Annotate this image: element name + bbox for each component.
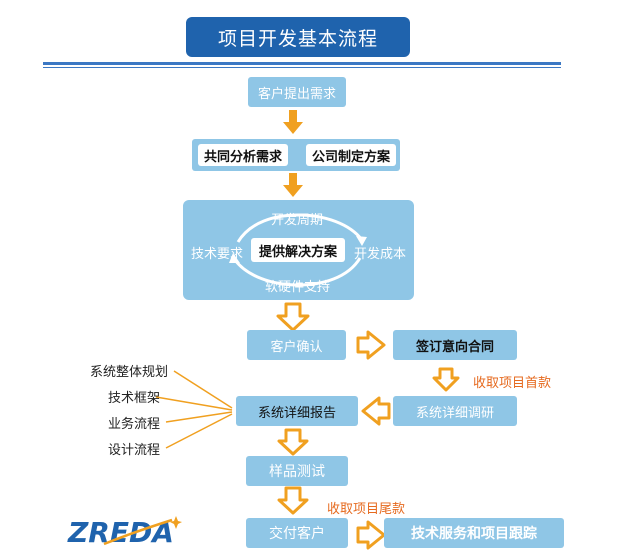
step-system-report: 系统详细报告 [236, 396, 358, 426]
step-customer-request: 客户提出需求 [248, 77, 346, 107]
cycle-right-label: 开发成本 [354, 247, 407, 262]
step-deliver-customer: 交付客户 [246, 518, 348, 548]
title-divider [43, 62, 561, 65]
report-item: 技术框架 [108, 391, 161, 406]
final-payment-note: 收取项目尾款 [327, 502, 406, 517]
step-tech-service: 技术服务和项目跟踪 [384, 518, 564, 548]
logo-text: ZREDA [67, 516, 174, 548]
step-sample-test: 样品测试 [246, 456, 348, 486]
step-customer-confirm: 客户确认 [247, 330, 346, 360]
step-company-plan: 公司制定方案 [306, 144, 396, 166]
hollow-down-arrow-icon [276, 302, 310, 332]
step-system-research: 系统详细调研 [393, 396, 517, 426]
cycle-bottom-label: 软硬件支持 [265, 280, 331, 295]
report-fan-lines [155, 370, 233, 449]
hollow-down-arrow-icon [277, 428, 309, 456]
hollow-right-arrow-icon [356, 330, 386, 360]
hollow-down-arrow-icon [277, 486, 309, 515]
step-joint-analysis: 共同分析需求 [198, 144, 288, 166]
hollow-right-arrow-icon [356, 520, 386, 550]
down-arrow-icon [283, 110, 303, 134]
first-payment-note: 收取项目首款 [473, 376, 552, 391]
report-item: 系统整体规划 [90, 365, 169, 380]
cycle-center-solution: 提供解决方案 [251, 238, 345, 262]
page-title: 项目开发基本流程 [186, 17, 410, 57]
report-item: 业务流程 [108, 417, 161, 432]
title-divider-thin [43, 67, 561, 68]
cycle-left-label: 技术要求 [191, 247, 244, 262]
down-arrow-icon [283, 173, 303, 197]
report-item: 设计流程 [108, 443, 161, 458]
logo-mark: ZREDA [67, 516, 182, 548]
step-sign-contract: 签订意向合同 [393, 330, 517, 360]
star-icon [170, 516, 182, 529]
solid-arrows [283, 110, 303, 197]
hollow-down-arrow-icon [432, 367, 460, 392]
zreda-logo: ZREDA [64, 512, 184, 548]
cycle-top-label: 开发周期 [271, 213, 324, 228]
hollow-left-arrow-icon [361, 396, 391, 426]
